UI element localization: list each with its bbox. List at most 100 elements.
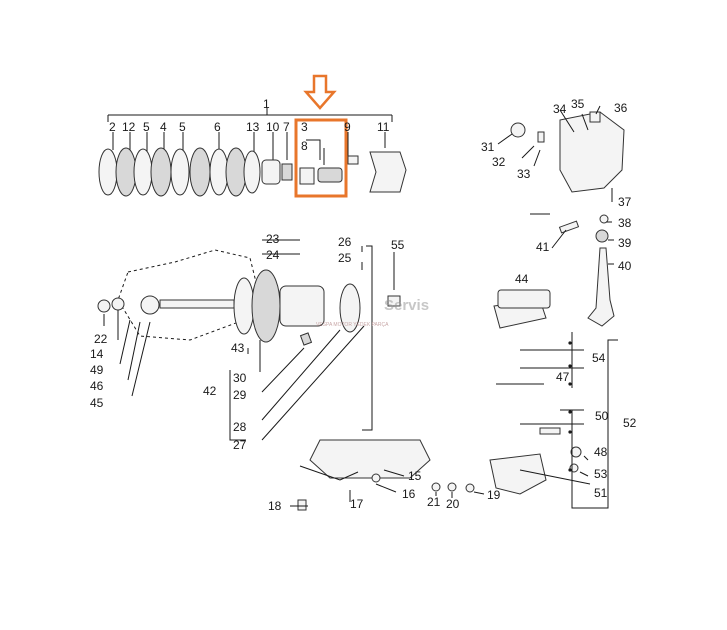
lever-pin: [558, 220, 580, 234]
clutch-bushing: [281, 163, 293, 181]
screw: [371, 473, 381, 483]
bearing: [140, 295, 160, 315]
pin: [299, 332, 313, 346]
highlight-arrow-icon: [303, 74, 337, 110]
label-33: 33: [517, 167, 531, 181]
label-37: 37: [618, 195, 632, 209]
ring-gear: [251, 269, 281, 343]
label-40: 40: [618, 259, 632, 273]
gearbox-assembly-group: [97, 239, 401, 441]
label-11: 11: [377, 120, 390, 134]
label-6: 6: [214, 120, 221, 134]
crankcase-half: [309, 439, 431, 479]
clutch-disc: [170, 148, 190, 196]
label-46: 46: [90, 379, 104, 393]
label-27: 27: [233, 438, 247, 452]
label-8: 8: [301, 139, 308, 153]
label-36: 36: [614, 101, 628, 115]
bolt: [297, 499, 307, 511]
label-42: 42: [203, 384, 217, 398]
label-18: 18: [268, 499, 282, 513]
oil-seal: [510, 122, 526, 138]
label-16: 16: [402, 487, 416, 501]
watermark-tagline: VESPA MOTOR YEDEK PARÇA: [316, 322, 389, 328]
spacer: [387, 295, 401, 307]
label-30: 30: [233, 371, 247, 385]
label-13: 13: [246, 120, 260, 134]
kickstart-lever: [587, 247, 615, 327]
label-12: 12: [122, 120, 136, 134]
label-21: 21: [427, 495, 441, 509]
label-50: 50: [595, 409, 609, 423]
washer: [111, 297, 125, 311]
label-14: 14: [90, 347, 104, 361]
label-15: 15: [408, 469, 422, 483]
label-28: 28: [233, 420, 247, 434]
label-43: 43: [231, 341, 245, 355]
clutch-plate: [115, 147, 137, 197]
part-labels: 1 2 12 5 4 5 6 13 10 7 3 8 9 11 23 24 26…: [90, 97, 637, 513]
label-24: 24: [266, 248, 280, 262]
clutch-disc: [133, 148, 153, 196]
clutch-bolt: [347, 155, 359, 165]
label-34: 34: [553, 102, 567, 116]
screw: [465, 483, 475, 493]
label-3: 3: [301, 120, 308, 134]
label-52: 52: [623, 416, 637, 430]
cover-plate: [339, 283, 361, 333]
label-29: 29: [233, 388, 247, 402]
label-32: 32: [492, 155, 506, 169]
label-26: 26: [338, 235, 352, 249]
label-49: 49: [90, 363, 104, 377]
label-4: 4: [160, 120, 167, 134]
highlight-box: [294, 118, 348, 198]
label-10: 10: [266, 120, 280, 134]
clutch-disc: [98, 148, 118, 196]
label-45: 45: [90, 396, 104, 410]
label-5b: 5: [179, 120, 186, 134]
clutch-plate: [189, 147, 211, 197]
selector-body: [489, 453, 547, 495]
washer: [599, 214, 609, 224]
clutch-housing: [369, 151, 407, 193]
label-44: 44: [515, 272, 529, 286]
label-19: 19: [487, 488, 501, 502]
label-41: 41: [536, 240, 550, 254]
clutch-pin-part-3: [317, 167, 343, 183]
nut: [570, 446, 582, 458]
label-35: 35: [571, 97, 585, 111]
washer: [447, 482, 457, 492]
screw: [537, 131, 545, 143]
label-5a: 5: [143, 120, 150, 134]
label-17: 17: [350, 497, 364, 511]
clutch-disc: [209, 148, 229, 196]
clutch-bell-spring: [261, 159, 281, 185]
label-7: 7: [283, 120, 290, 134]
gasket: [233, 277, 255, 335]
label-38: 38: [618, 216, 632, 230]
label-55: 55: [391, 238, 405, 252]
clutch-plate: [150, 147, 172, 197]
label-53: 53: [594, 467, 608, 481]
watermark: Servis VESPA MOTOR YEDEK PARÇA: [316, 297, 429, 328]
label-23: 23: [266, 232, 280, 246]
label-2: 2: [109, 120, 116, 134]
plug: [589, 111, 601, 123]
label-51: 51: [594, 486, 608, 500]
label-22: 22: [94, 332, 108, 346]
label-39: 39: [618, 236, 632, 250]
nut: [431, 482, 441, 492]
label-9: 9: [344, 120, 351, 134]
label-48: 48: [594, 445, 608, 459]
label-20: 20: [446, 497, 460, 511]
selector-group: [489, 289, 618, 509]
label-25: 25: [338, 251, 352, 265]
label-31: 31: [481, 140, 495, 154]
clutch-disc: [243, 150, 261, 194]
label-54: 54: [592, 351, 606, 365]
selector-box: [497, 289, 551, 309]
label-1: 1: [263, 97, 270, 111]
clutch-bushing-part-8: [299, 167, 315, 185]
kickstart-group: [497, 105, 625, 327]
